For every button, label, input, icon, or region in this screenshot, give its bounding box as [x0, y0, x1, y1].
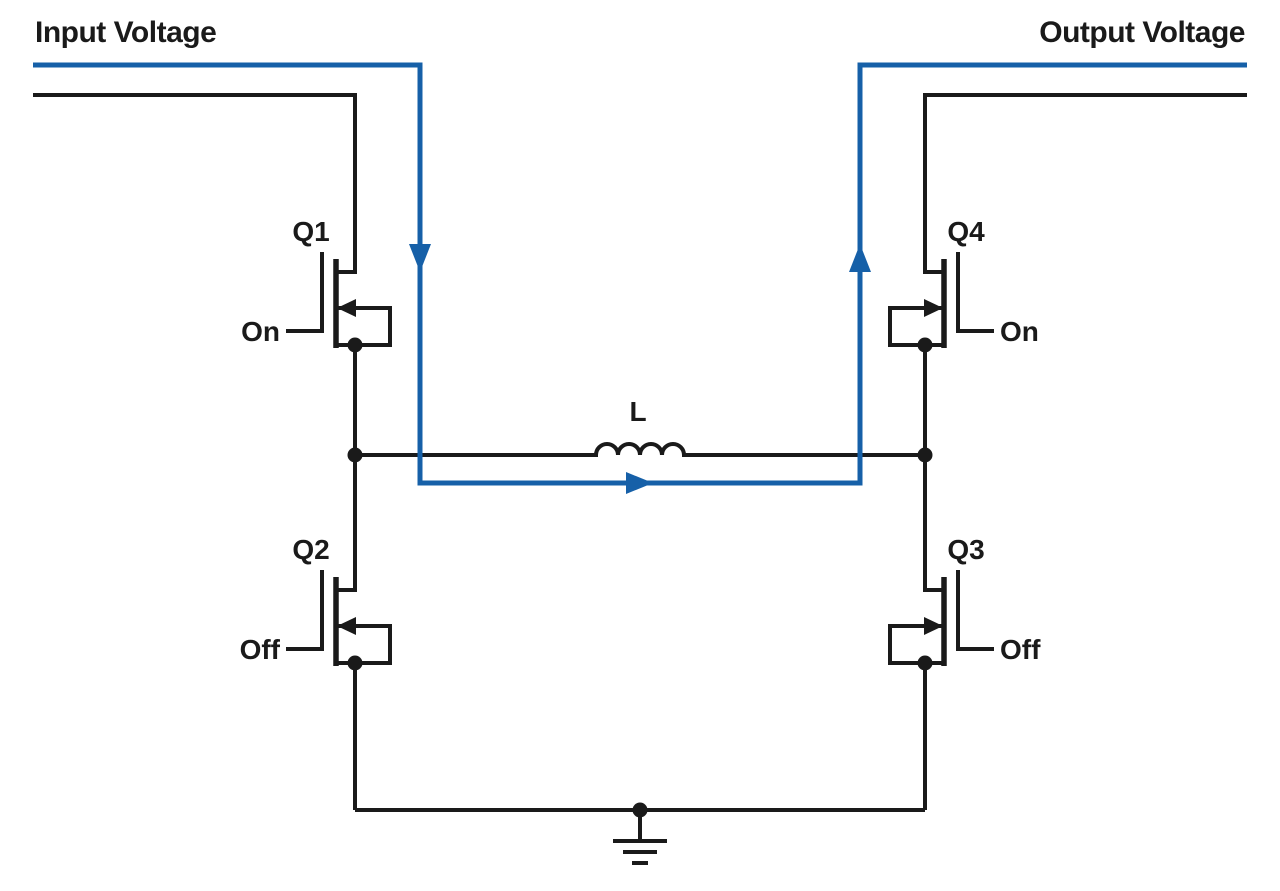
- q4-body-wire: [888, 306, 944, 347]
- mosfet-q3: Q3 Off: [888, 455, 1041, 810]
- current-flow: [33, 62, 1247, 494]
- q2-body-wire: [336, 624, 392, 665]
- q1-state-label: On: [241, 316, 280, 347]
- q1-label: Q1: [292, 216, 329, 247]
- q2-label: Q2: [292, 534, 329, 565]
- q2-gate-wire: [286, 570, 324, 651]
- q1-source-wire: [336, 343, 357, 455]
- q2-source-wire: [336, 661, 357, 810]
- inductor-label: L: [629, 396, 646, 427]
- q1-body-wire: [336, 306, 392, 347]
- q1-source-junction: [347, 337, 363, 353]
- q3-body-arrow-icon: [924, 617, 943, 635]
- mosfet-q4: Q4 On: [888, 216, 1039, 455]
- q2-drain-wire: [336, 455, 357, 592]
- q3-label: Q3: [947, 534, 984, 565]
- input-rail-wire: [33, 93, 357, 274]
- q2-state-label: Off: [240, 634, 281, 665]
- mosfet-q1: Q1 On: [241, 216, 392, 455]
- mosfet-q2: Q2 Off: [240, 455, 392, 810]
- flow-arrow-right-icon: [626, 472, 653, 494]
- q4-label: Q4: [947, 216, 985, 247]
- q1-gate-wire: [286, 252, 324, 333]
- q4-source-junction: [917, 337, 933, 353]
- q3-body-wire: [888, 624, 944, 665]
- q1-body-arrow-icon: [337, 299, 356, 317]
- q3-drain-wire: [923, 455, 944, 592]
- q3-gate-wire: [956, 570, 994, 651]
- q2-source-junction: [347, 655, 363, 671]
- flow-arrow-down-icon: [409, 244, 431, 272]
- ground-junction: [632, 802, 648, 818]
- q4-body-arrow-icon: [924, 299, 943, 317]
- q4-source-wire: [923, 343, 944, 455]
- q4-gate-wire: [956, 252, 994, 333]
- inductor-wire: [355, 442, 925, 457]
- q4-state-label: On: [1000, 316, 1039, 347]
- wires: [33, 93, 1247, 865]
- q3-source-wire: [923, 661, 944, 810]
- output-voltage-label: Output Voltage: [1039, 16, 1245, 49]
- q3-source-junction: [917, 655, 933, 671]
- q3-state-label: Off: [1000, 634, 1041, 665]
- q2-body-arrow-icon: [337, 617, 356, 635]
- input-voltage-label: Input Voltage: [35, 16, 216, 49]
- flow-arrow-up-icon: [849, 244, 871, 272]
- output-rail-wire: [923, 93, 1247, 274]
